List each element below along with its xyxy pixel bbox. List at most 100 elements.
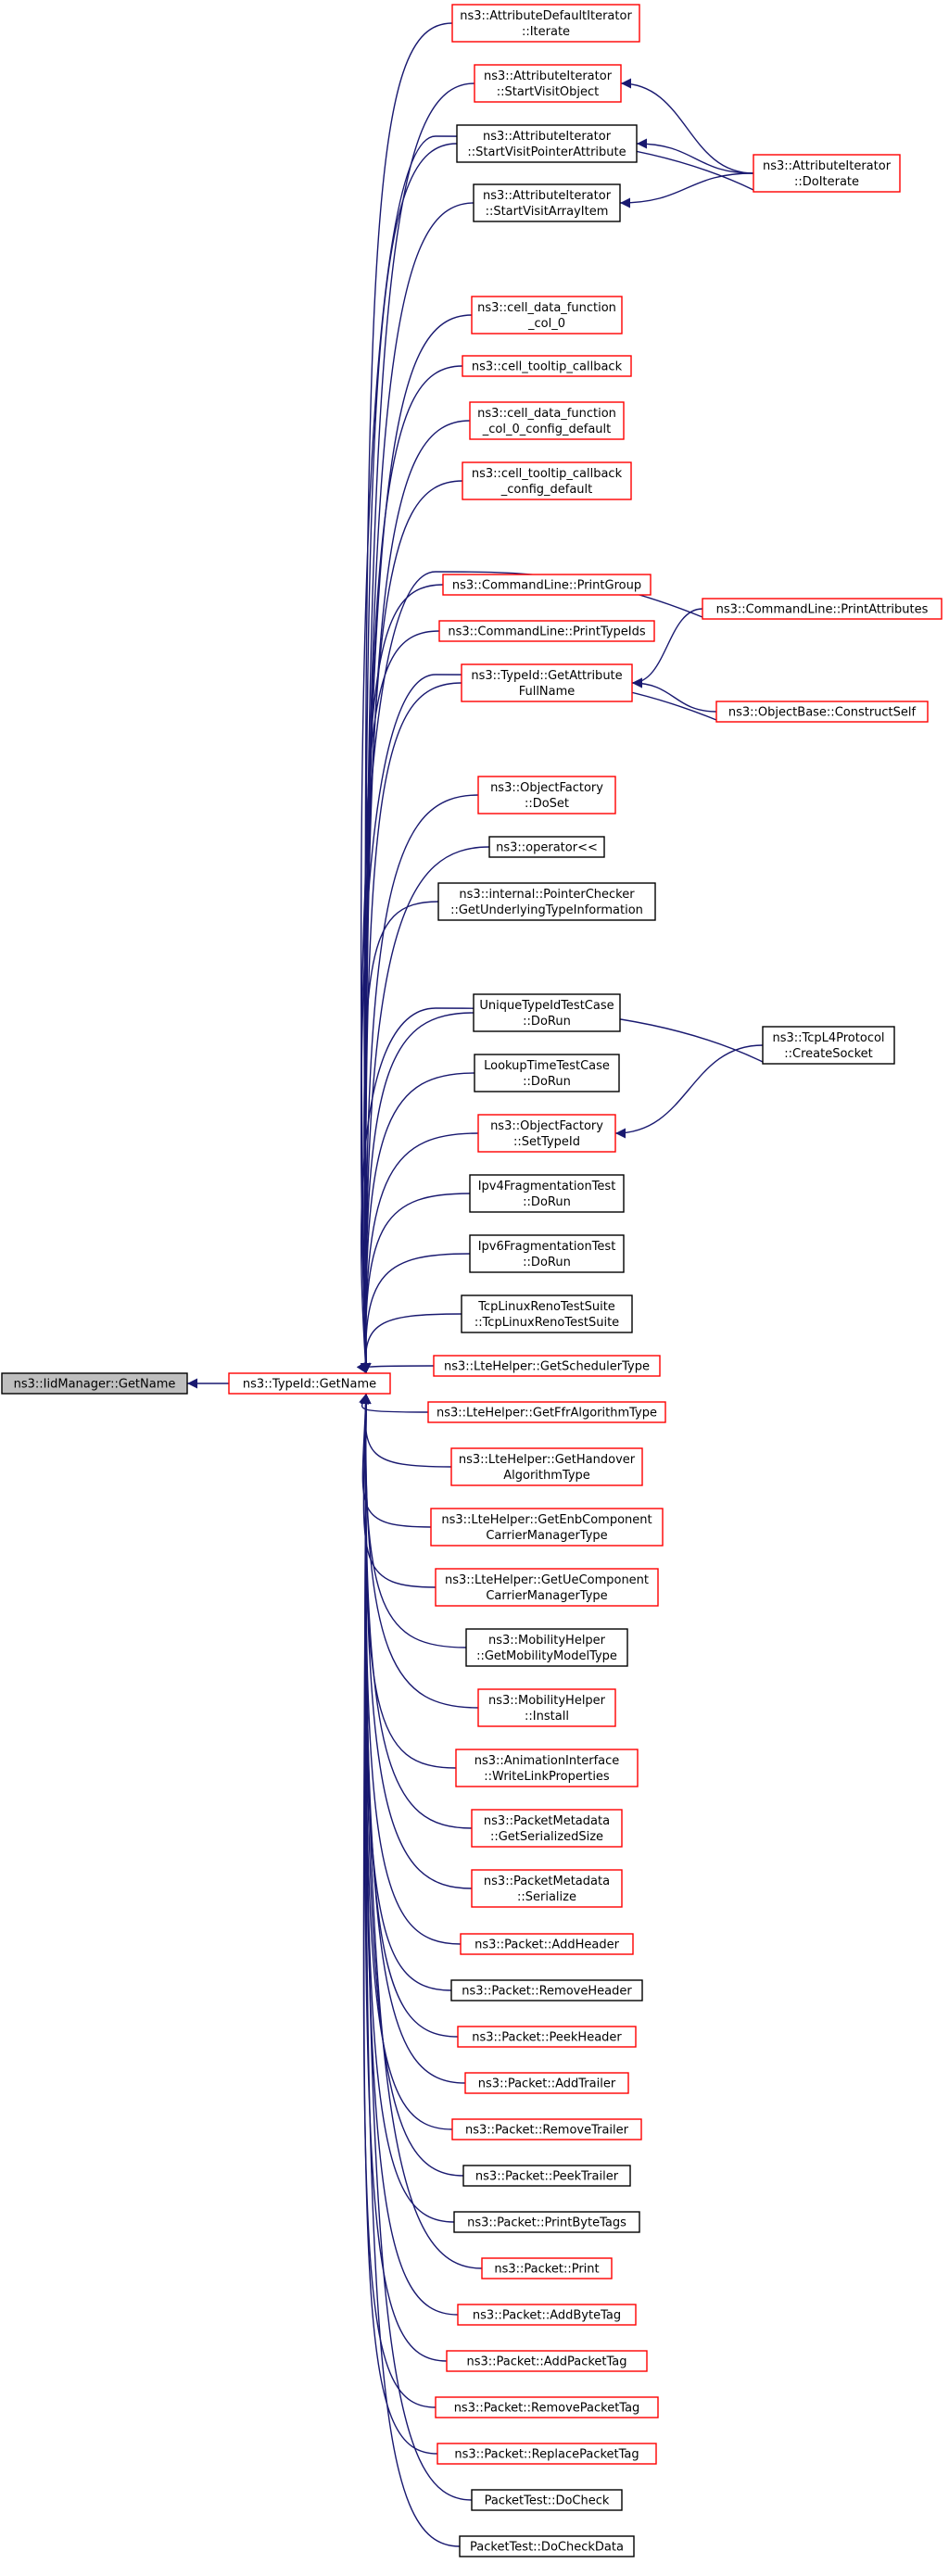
- node-box: [446, 2350, 648, 2372]
- node-pkt-print-byte-tags[interactable]: ns3::Packet::PrintByteTags: [453, 2211, 640, 2233]
- node-label: LookupTimeTestCase: [484, 1059, 610, 1073]
- edge-attr-start-visit-object-to-typeid-getname: [361, 82, 475, 1374]
- node-box: [457, 2026, 637, 2048]
- node-pm-serialize[interactable]: ns3::PacketMetadata::Serialize: [471, 1869, 623, 1908]
- node-operator-lshift[interactable]: ns3::operator<<: [488, 836, 605, 858]
- node-box: [430, 1508, 664, 1547]
- node-box: [459, 2535, 635, 2557]
- node-ipv6-frag-test[interactable]: Ipv6FragmentationTest::DoRun: [469, 1234, 625, 1273]
- node-anim-write-link[interactable]: ns3::AnimationInterface::WriteLinkProper…: [455, 1749, 639, 1787]
- edge-lookup-time-test-to-typeid-getname: [361, 1072, 475, 1374]
- edge-cell-tooltip-cfg-to-typeid-getname: [361, 480, 463, 1374]
- node-cell-tooltip[interactable]: ns3::cell_tooltip_callback: [462, 355, 632, 377]
- node-label: ns3::Packet::RemoveTrailer: [465, 2124, 629, 2138]
- node-pkt-add-byte-tag[interactable]: ns3::Packet::AddByteTag: [457, 2304, 637, 2326]
- node-box: [462, 461, 632, 500]
- node-mob-get-model[interactable]: ns3::MobilityHelper::GetMobilityModelTyp…: [465, 1628, 628, 1667]
- node-pointer-checker[interactable]: ns3::internal::PointerChecker::GetUnderl…: [437, 882, 656, 921]
- node-cmd-print-attributes[interactable]: ns3::CommandLine::PrintAttributes: [702, 598, 943, 620]
- node-label: ns3::Packet::AddByteTag: [473, 2309, 621, 2323]
- node-box: [451, 4, 640, 43]
- node-typeid-getname[interactable]: ns3::TypeId::GetName: [228, 1372, 391, 1395]
- edge-typeid-get-attr-fullname-to-typeid-getname: [361, 682, 462, 1374]
- edge-attr-start-visit-array-to-typeid-getname: [361, 202, 474, 1374]
- node-pkt-peek-header[interactable]: ns3::Packet::PeekHeader: [457, 2026, 637, 2048]
- edge-pkt-print-to-typeid-getname: [361, 1393, 483, 2269]
- edge-attr-doiterate-to-attr-start-visit-object: [620, 78, 754, 174]
- edge-pkt-add-trailer-to-typeid-getname: [361, 1393, 466, 2084]
- node-label: ::TcpLinuxRenoTestSuite: [474, 1316, 619, 1330]
- node-pkt-replace-packet-tag[interactable]: ns3::Packet::ReplacePacketTag: [437, 2443, 657, 2465]
- node-box: [465, 1628, 628, 1667]
- node-pkt-remove-header[interactable]: ns3::Packet::RemoveHeader: [450, 1979, 643, 2001]
- node-box: [456, 124, 638, 163]
- node-label: PacketTest::DoCheckData: [470, 2541, 624, 2555]
- node-attr-doiterate[interactable]: ns3::AttributeIterator::DoIterate: [753, 154, 901, 193]
- node-label: ::Serialize: [517, 1890, 576, 1904]
- node-pkt-print[interactable]: ns3::Packet::Print: [481, 2257, 613, 2279]
- node-mob-install[interactable]: ns3::MobilityHelper::Install: [477, 1688, 616, 1727]
- node-box: [477, 1688, 616, 1727]
- node-pkt-remove-packet-tag[interactable]: ns3::Packet::RemovePacketTag: [435, 2396, 659, 2418]
- node-label: ::StartVisitPointerAttribute: [467, 145, 626, 159]
- node-objfactory-settypeid[interactable]: ns3::ObjectFactory::SetTypeId: [477, 1114, 616, 1153]
- node-tcp-linux-reno[interactable]: TcpLinuxRenoTestSuite::TcpLinuxRenoTestS…: [461, 1294, 633, 1333]
- node-lte-ue-ccm[interactable]: ns3::LteHelper::GetUeComponentCarrierMan…: [435, 1568, 659, 1607]
- node-label: ns3::MobilityHelper: [488, 1694, 606, 1708]
- node-label: ns3::IidManager::GetName: [14, 1378, 176, 1392]
- node-label: ns3::AttributeIterator: [763, 159, 892, 173]
- node-cell-tooltip-cfg[interactable]: ns3::cell_tooltip_callback_config_defaul…: [462, 461, 632, 500]
- node-pkt-add-header[interactable]: ns3::Packet::AddHeader: [460, 1933, 634, 1955]
- node-box: [435, 2396, 659, 2418]
- node-box: [455, 1749, 639, 1787]
- node-lte-enb-ccm[interactable]: ns3::LteHelper::GetEnbComponentCarrierMa…: [430, 1508, 664, 1547]
- node-label: ns3::Packet::PeekHeader: [472, 2031, 622, 2045]
- node-pkt-remove-trailer[interactable]: ns3::Packet::RemoveTrailer: [451, 2118, 642, 2140]
- node-lte-scheduler[interactable]: ns3::LteHelper::GetSchedulerType: [433, 1355, 661, 1377]
- node-unique-typeid-test[interactable]: UniqueTypeIdTestCase::DoRun: [473, 993, 621, 1032]
- node-label: ::DoIterate: [794, 175, 859, 189]
- node-lte-ffr[interactable]: ns3::LteHelper::GetFfrAlgorithmType: [427, 1401, 666, 1423]
- node-focus[interactable]: ns3::IidManager::GetName: [1, 1372, 188, 1395]
- node-label: ns3::Packet::RemoveHeader: [462, 1985, 632, 1999]
- node-label: Ipv4FragmentationTest: [478, 1180, 616, 1193]
- node-attr-start-visit-object[interactable]: ns3::AttributeIterator::StartVisitObject: [474, 64, 622, 103]
- node-cell-data-fn[interactable]: ns3::cell_data_function_col_0: [471, 296, 623, 335]
- node-label: ::DoRun: [523, 1256, 571, 1269]
- node-attr-start-visit-array[interactable]: ns3::AttributeIterator::StartVisitArrayI…: [473, 183, 621, 222]
- node-label: Ipv6FragmentationTest: [478, 1240, 616, 1254]
- node-attr-start-visit-pointer[interactable]: ns3::AttributeIterator::StartVisitPointe…: [456, 124, 638, 163]
- node-cell-data-fn-cfg[interactable]: ns3::cell_data_function_col_0_config_def…: [469, 401, 625, 440]
- node-tcpl4-create-socket[interactable]: ns3::TcpL4Protocol::CreateSocket: [762, 1026, 895, 1065]
- node-box: [228, 1372, 391, 1395]
- node-box: [481, 2257, 613, 2279]
- node-label: CarrierManagerType: [486, 1589, 607, 1603]
- node-attr-default-iterate[interactable]: ns3::AttributeDefaultIterator::Iterate: [451, 4, 640, 43]
- node-label: ::DoSet: [525, 797, 569, 811]
- node-box: [457, 2304, 637, 2326]
- node-label: ns3::Packet::AddTrailer: [478, 2077, 616, 2091]
- node-lookup-time-test[interactable]: LookupTimeTestCase::DoRun: [474, 1054, 620, 1092]
- node-label: AlgorithmType: [503, 1469, 590, 1483]
- node-cmd-print-group[interactable]: ns3::CommandLine::PrintGroup: [442, 574, 652, 596]
- node-label: ns3::Packet::ReplacePacketTag: [454, 2448, 639, 2462]
- node-label: ::StartVisitObject: [497, 85, 600, 99]
- node-cmd-print-typeids[interactable]: ns3::CommandLine::PrintTypeIds: [438, 620, 655, 642]
- edge-cmd-print-attributes-to-typeid-get-attr-fullname: [631, 608, 703, 688]
- node-objectbase-construct[interactable]: ns3::ObjectBase::ConstructSelf: [715, 701, 929, 723]
- node-box: [435, 1568, 659, 1607]
- node-packettest-docheck[interactable]: PacketTest::DoCheck: [471, 2489, 623, 2511]
- node-packettest-docheckdata[interactable]: PacketTest::DoCheckData: [459, 2535, 635, 2557]
- edge-objfactory-doset-to-typeid-getname: [361, 794, 479, 1374]
- edge-pkt-remove-header-to-typeid-getname: [361, 1393, 452, 1991]
- node-pm-serialized-size[interactable]: ns3::PacketMetadata::GetSerializedSize: [471, 1809, 623, 1848]
- node-objfactory-doset[interactable]: ns3::ObjectFactory::DoSet: [477, 776, 616, 814]
- node-ipv4-frag-test[interactable]: Ipv4FragmentationTest::DoRun: [469, 1174, 625, 1213]
- node-label: ns3::TcpL4Protocol: [772, 1031, 884, 1045]
- edge-ipv6-frag-test-to-typeid-getname: [361, 1253, 471, 1374]
- node-pkt-add-packet-tag[interactable]: ns3::Packet::AddPacketTag: [446, 2350, 648, 2372]
- node-pkt-add-trailer[interactable]: ns3::Packet::AddTrailer: [464, 2072, 629, 2094]
- node-pkt-peek-trailer[interactable]: ns3::Packet::PeekTrailer: [462, 2165, 631, 2187]
